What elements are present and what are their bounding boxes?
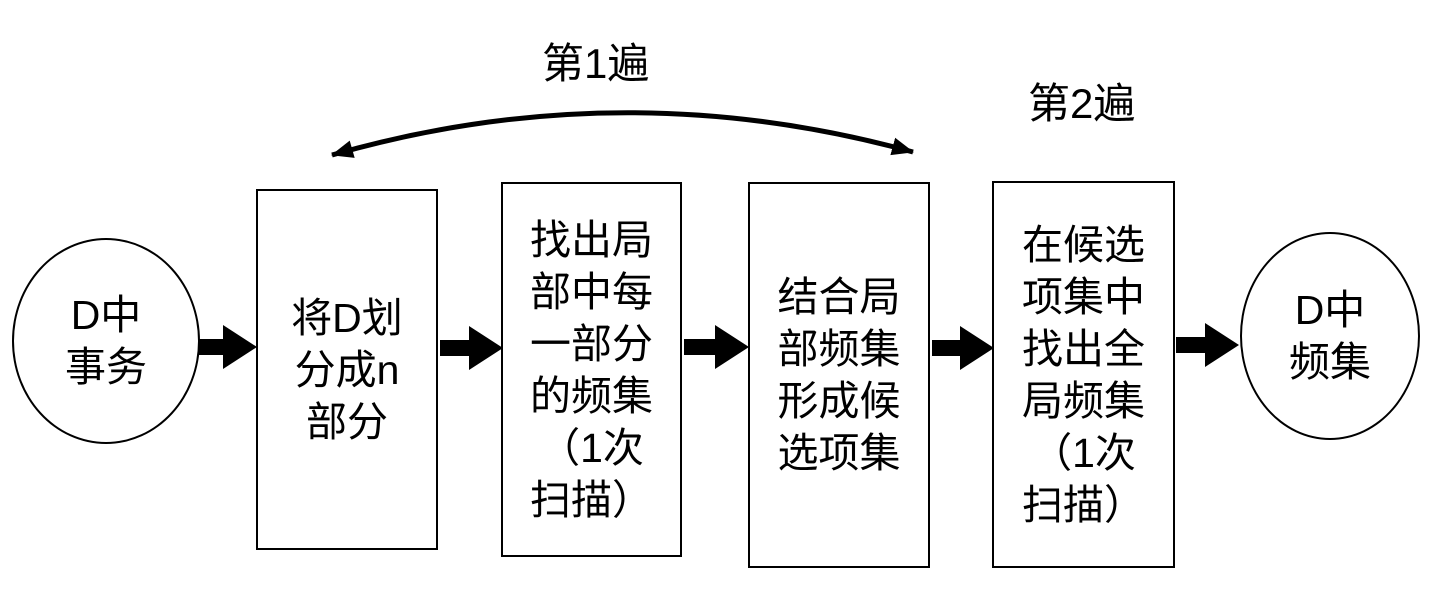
- node-output-ellipse: D中 频集: [1240, 232, 1420, 440]
- flow-arrow-step4-output: [1176, 323, 1239, 367]
- node-input-label: D中 事务: [65, 292, 147, 390]
- pass2-label: 第2遍: [1028, 80, 1136, 127]
- node-step3-box: 结合局 部频集 形成候 选项集: [748, 182, 930, 568]
- flow-arrow-step1-step2: [440, 326, 503, 370]
- pass1-label: 第1遍: [542, 40, 650, 87]
- flow-arrow-step3-step4: [932, 326, 994, 370]
- flow-arrow-step2-step3: [684, 325, 749, 369]
- pass1-span-arrow: [331, 110, 914, 158]
- node-step1-label: 将D划 分成n 部分: [291, 294, 403, 445]
- node-input-ellipse: D中 事务: [12, 238, 200, 444]
- node-step4-label: 在候选 项集中 找出全 局频集 （1次 扫描）: [1022, 221, 1145, 528]
- flow-arrow-input-step1: [197, 325, 257, 369]
- node-step4-box: 在候选 项集中 找出全 局频集 （1次 扫描）: [992, 181, 1175, 568]
- node-step2-box: 找出局 部中每 一部分 的频集 （1次 扫描）: [501, 182, 682, 557]
- node-step3-label: 结合局 部频集 形成候 选项集: [777, 274, 901, 476]
- node-step1-box: 将D划 分成n 部分: [256, 189, 438, 550]
- node-output-label: D中 频集: [1289, 287, 1371, 385]
- node-step2-label: 找出局 部中每 一部分 的频集 （1次 扫描）: [530, 216, 653, 523]
